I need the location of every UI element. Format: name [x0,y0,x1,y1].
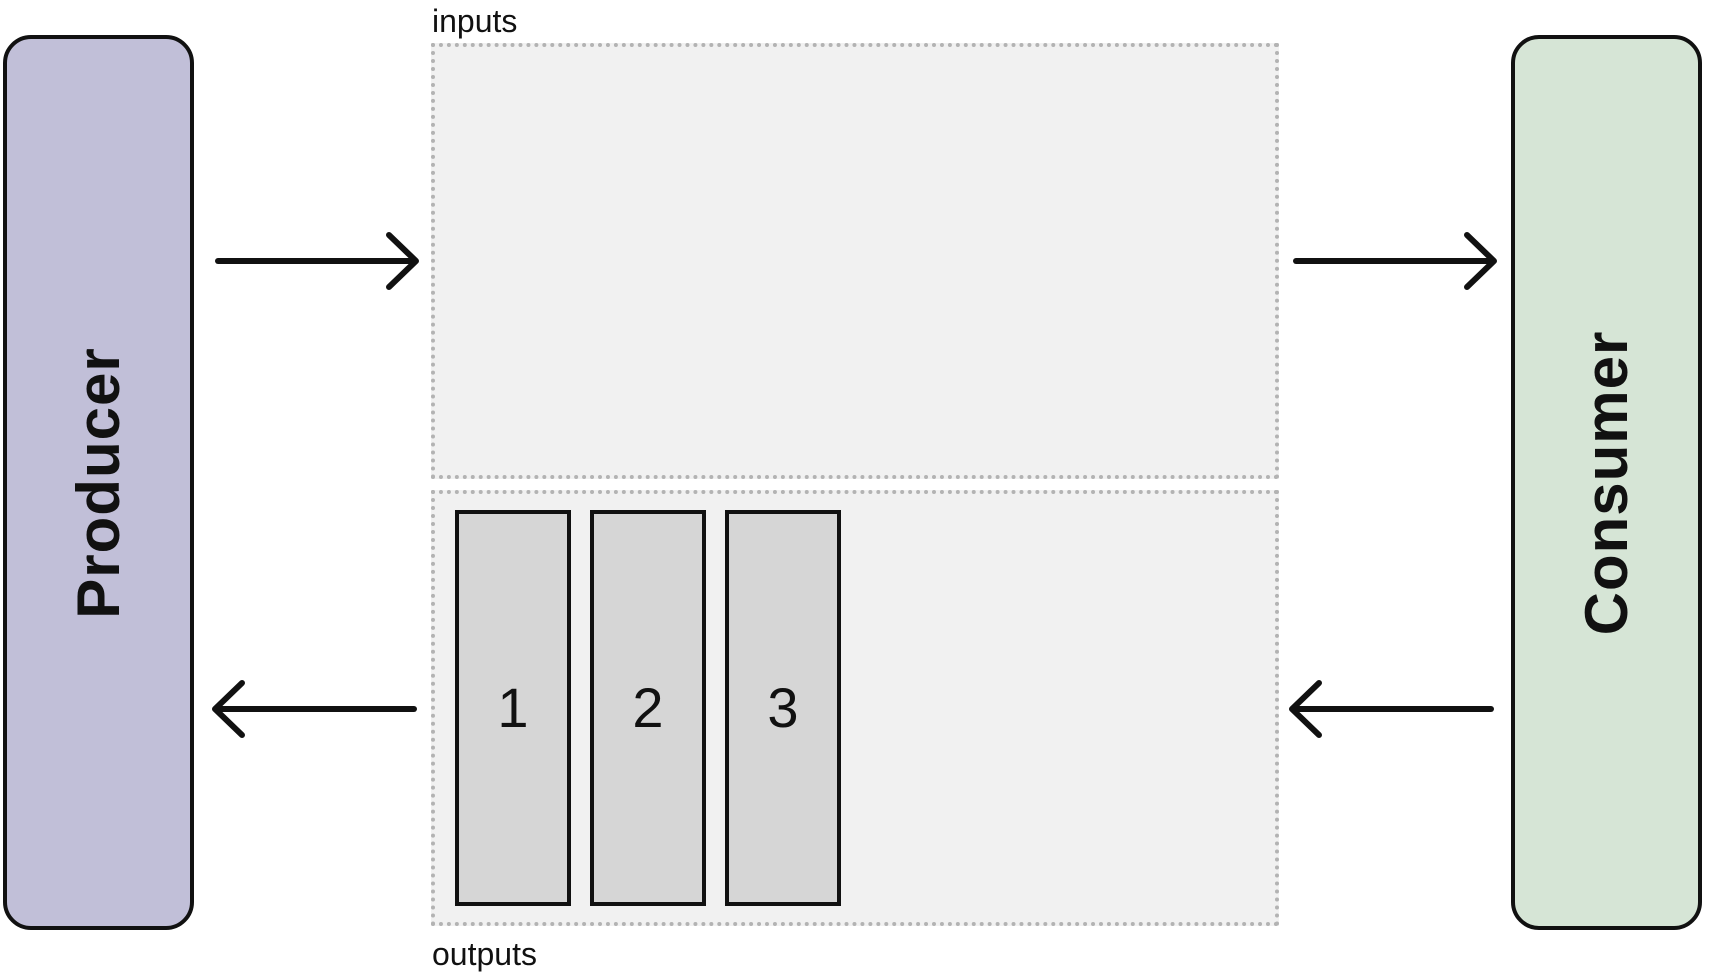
inputs-label: inputs [432,3,518,39]
producer-to-inputs-arrow [215,232,419,290]
consumer-to-outputs-arrow [1289,680,1494,738]
queue-item-label: 2 [632,676,664,739]
outputs-label: outputs [432,936,537,972]
producer-label: Producer [64,346,132,619]
inputs-to-consumer-arrow [1293,232,1497,290]
producer-box: Producer [3,35,194,930]
queue-item-label: 3 [767,676,799,739]
queue-item-1: 1 [455,510,571,906]
outputs-queue [431,490,1279,926]
inputs-queue [431,43,1279,479]
queue-item-label: 1 [497,676,529,739]
consumer-label: Consumer [1572,330,1640,635]
queue-item-2: 2 [590,510,706,906]
consumer-box: Consumer [1511,35,1702,930]
outputs-to-producer-arrow [212,680,417,738]
queue-item-3: 3 [725,510,841,906]
